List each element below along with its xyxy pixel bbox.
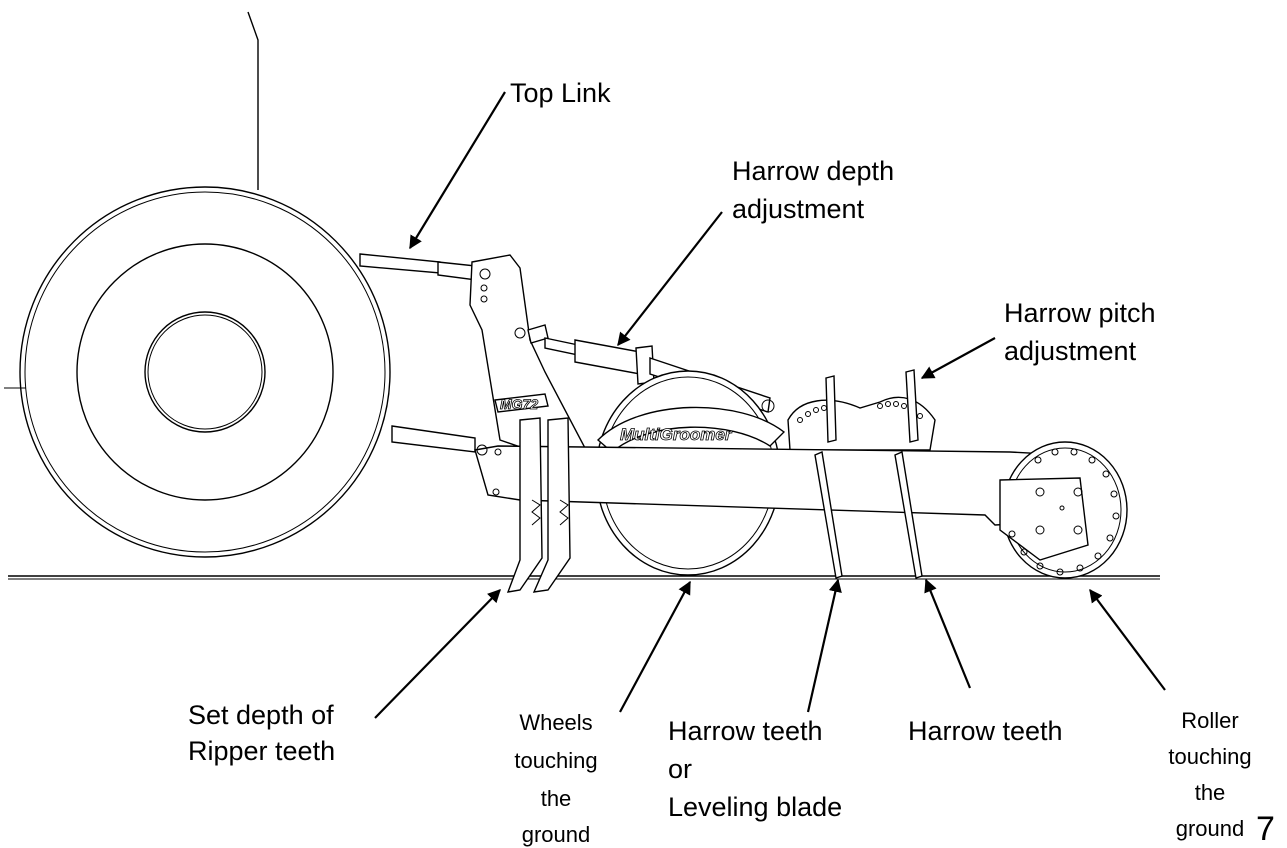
hitch-pin bbox=[479, 268, 491, 280]
top-link-label: Top Link bbox=[510, 78, 611, 108]
brand-marking: MultiGroomer bbox=[620, 425, 733, 444]
arrow-top-link bbox=[409, 91, 506, 250]
hitch-frame: MG72 bbox=[469, 254, 587, 453]
label-harrow-teeth-or-blade: Harrow teeth or Leveling blade bbox=[668, 716, 842, 822]
tractor bbox=[4, 11, 391, 558]
wheels-label-line-1: Wheels bbox=[519, 710, 592, 735]
harrow-teeth-or-blade-line-3: Leveling blade bbox=[668, 792, 842, 822]
ground-line bbox=[8, 575, 1160, 580]
arrow-wheels bbox=[619, 580, 691, 713]
model-marking: MG72 bbox=[500, 396, 538, 412]
roller-label-line-2: touching bbox=[1168, 744, 1251, 769]
arrow-harrow-depth bbox=[617, 211, 723, 347]
harrow-pitch-label-line-1: Harrow pitch bbox=[1004, 298, 1156, 328]
wheels-label-line-4: ground bbox=[522, 822, 591, 847]
harrow-depth-label-line-1: Harrow depth bbox=[732, 156, 894, 186]
label-harrow-depth: Harrow depth adjustment bbox=[732, 156, 894, 224]
roller-label-line-1: Roller bbox=[1181, 708, 1238, 733]
wheels-label-line-3: the bbox=[541, 786, 572, 811]
label-harrow-pitch: Harrow pitch adjustment bbox=[1004, 298, 1156, 366]
label-wheels: Wheels touching the ground bbox=[514, 710, 597, 847]
page-number: 7 bbox=[1256, 810, 1275, 848]
arrow-harrow-teeth bbox=[924, 578, 972, 689]
ripper-depth-label-line-1: Set depth of bbox=[188, 700, 334, 730]
label-top-link: Top Link bbox=[510, 78, 611, 108]
arrow-ripper-depth bbox=[374, 589, 501, 719]
harrow-lever-rear bbox=[905, 369, 919, 443]
tractor-rear-wheel bbox=[19, 186, 391, 558]
rear-roller bbox=[999, 441, 1128, 579]
arrow-roller bbox=[1089, 588, 1166, 691]
arrow-harrow-pitch bbox=[920, 337, 996, 379]
arrow-harrow-teeth-or-blade bbox=[806, 578, 842, 713]
harrow-teeth-label: Harrow teeth bbox=[908, 716, 1063, 746]
label-harrow-teeth: Harrow teeth bbox=[908, 716, 1063, 746]
roller-label-line-3: the bbox=[1195, 780, 1226, 805]
label-roller: Roller touching the ground bbox=[1168, 708, 1251, 841]
harrow-frame bbox=[787, 369, 936, 451]
harrow-lever-front bbox=[825, 375, 837, 443]
harrow-teeth-or-blade-line-1: Harrow teeth bbox=[668, 716, 823, 746]
tractor-body-edge bbox=[247, 11, 259, 190]
ripper-depth-label-line-2: Ripper teeth bbox=[188, 736, 335, 766]
harrow-depth-label-line-2: adjustment bbox=[732, 194, 865, 224]
callout-arrows bbox=[374, 91, 1166, 719]
label-ripper-depth: Set depth of Ripper teeth bbox=[188, 700, 335, 766]
top-link bbox=[359, 253, 477, 281]
harrow-teeth-tines bbox=[814, 451, 923, 579]
wheels-label-line-2: touching bbox=[514, 748, 597, 773]
roller-studs bbox=[1008, 448, 1120, 576]
mg72-plate: MG72 bbox=[494, 393, 549, 413]
roller-label-line-4: ground bbox=[1176, 816, 1245, 841]
harrow-teeth-or-blade-line-2: or bbox=[668, 754, 692, 784]
ripper-shanks bbox=[506, 417, 571, 593]
harrow-pitch-label-line-2: adjustment bbox=[1004, 336, 1137, 366]
lower-link bbox=[391, 425, 476, 453]
